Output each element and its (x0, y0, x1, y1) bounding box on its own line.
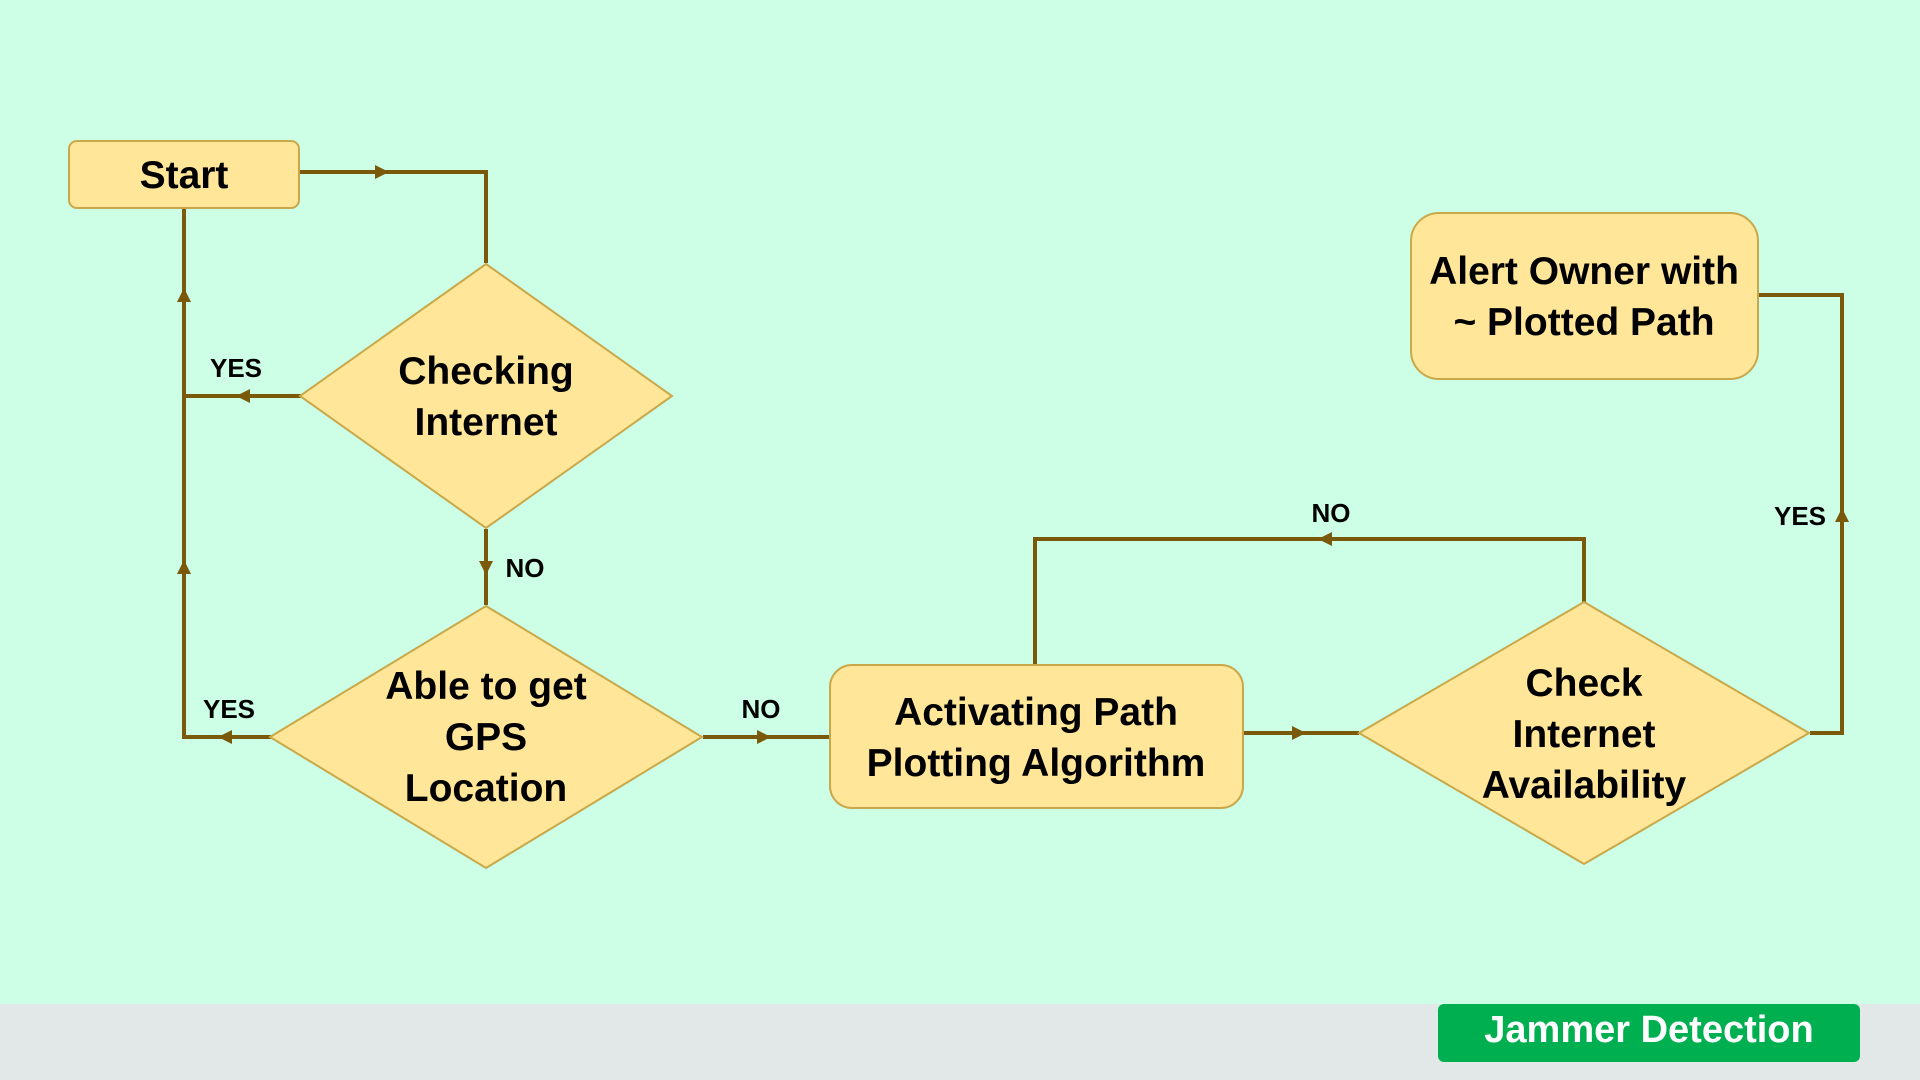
check-availability-label-2: Internet (1512, 713, 1655, 756)
arrow-availability-no-icon (1318, 532, 1332, 546)
path-algorithm-label-2: Plotting Algorithm (867, 742, 1206, 785)
arrow-path-to-check-icon (1292, 726, 1306, 740)
edge-label-availability-no: NO (1312, 498, 1351, 528)
arrow-trunk-up-2-icon (177, 560, 191, 574)
arrow-availability-yes-icon (1835, 508, 1849, 522)
arrow-gps-no-icon (757, 730, 771, 744)
edge-label-checking-no: NO (506, 553, 545, 583)
edge-label-availability-yes: YES (1774, 501, 1826, 531)
alert-owner-node (1410, 212, 1759, 380)
edge-label-checking-yes: YES (210, 353, 262, 383)
nodes (68, 140, 1811, 870)
arrow-gps-yes-icon (218, 730, 232, 744)
start-node (68, 140, 300, 209)
footer-badge (1438, 1004, 1860, 1062)
checking-internet-node (298, 262, 674, 530)
checking-internet-label-1: Checking (398, 350, 574, 393)
gps-location-node (268, 604, 704, 870)
alert-owner-label-2: ~ Plotted Path (1453, 301, 1714, 344)
footer-badge-label: Jammer Detection (1484, 1009, 1813, 1051)
arrow-checking-no-icon (479, 561, 493, 575)
gps-location-label-1: Able to get (385, 665, 587, 708)
connector-availability-no (1033, 537, 1586, 665)
gps-location-label-2: GPS (445, 716, 527, 759)
edge-label-gps-no: NO (742, 694, 781, 724)
arrow-trunk-up-1-icon (177, 288, 191, 302)
connector-gps-yes-trunk (182, 209, 271, 739)
alert-owner-label-1: Alert Owner with (1429, 250, 1739, 293)
check-availability-label-3: Availability (1482, 764, 1687, 807)
checking-internet-label-2: Internet (414, 401, 557, 444)
check-availability-node (1357, 600, 1811, 866)
arrow-to-start-icon (375, 165, 389, 179)
check-availability-label-1: Check (1525, 662, 1642, 705)
arrowheads (177, 165, 1849, 744)
start-label: Start (140, 154, 229, 197)
path-algorithm-label-1: Activating Path (894, 691, 1178, 734)
connector-checking-to-start (300, 170, 488, 263)
path-algorithm-node (829, 664, 1244, 809)
gps-location-label-3: Location (405, 767, 568, 810)
arrow-checking-yes-icon (236, 389, 250, 403)
edge-label-gps-yes: YES (203, 694, 255, 724)
